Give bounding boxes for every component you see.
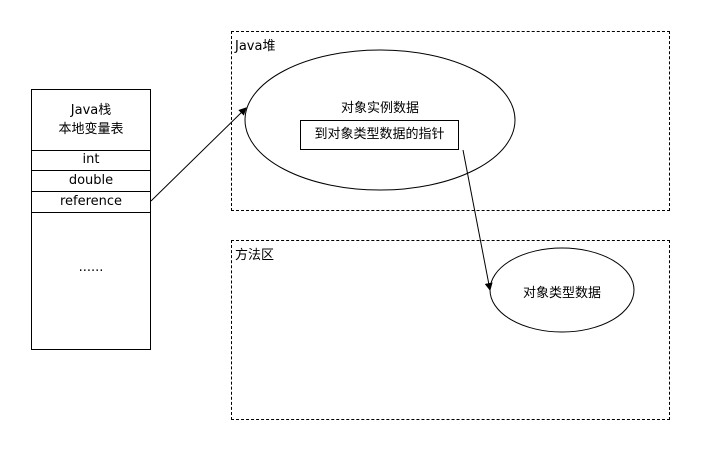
stack-title-line1: Java栈 [70, 103, 112, 118]
method-area-region: 方法区 [231, 240, 670, 420]
instance-data-label: 对象实例数据 [340, 101, 419, 116]
stack-more: ...... [78, 260, 104, 275]
java-heap-region: Java堆 [231, 31, 670, 211]
stack-title: Java栈 本地变量表 [32, 90, 150, 151]
stack-title-line2: 本地变量表 [58, 122, 124, 137]
type-pointer-box: 到对象类型数据的指针 [300, 120, 459, 150]
pointer-to-type-arrow [462, 149, 493, 291]
type-data-label: 对象类型数据 [522, 286, 601, 301]
stack-row-double: double [32, 171, 150, 192]
stack-row-int: int [32, 150, 150, 171]
reference-to-instance-arrow [150, 107, 247, 202]
method-area-label: 方法区 [235, 248, 275, 263]
heap-label: Java堆 [235, 39, 276, 54]
stack-row-reference: reference [32, 192, 150, 213]
java-stack: Java栈 本地变量表 int double reference ...... [31, 89, 151, 350]
